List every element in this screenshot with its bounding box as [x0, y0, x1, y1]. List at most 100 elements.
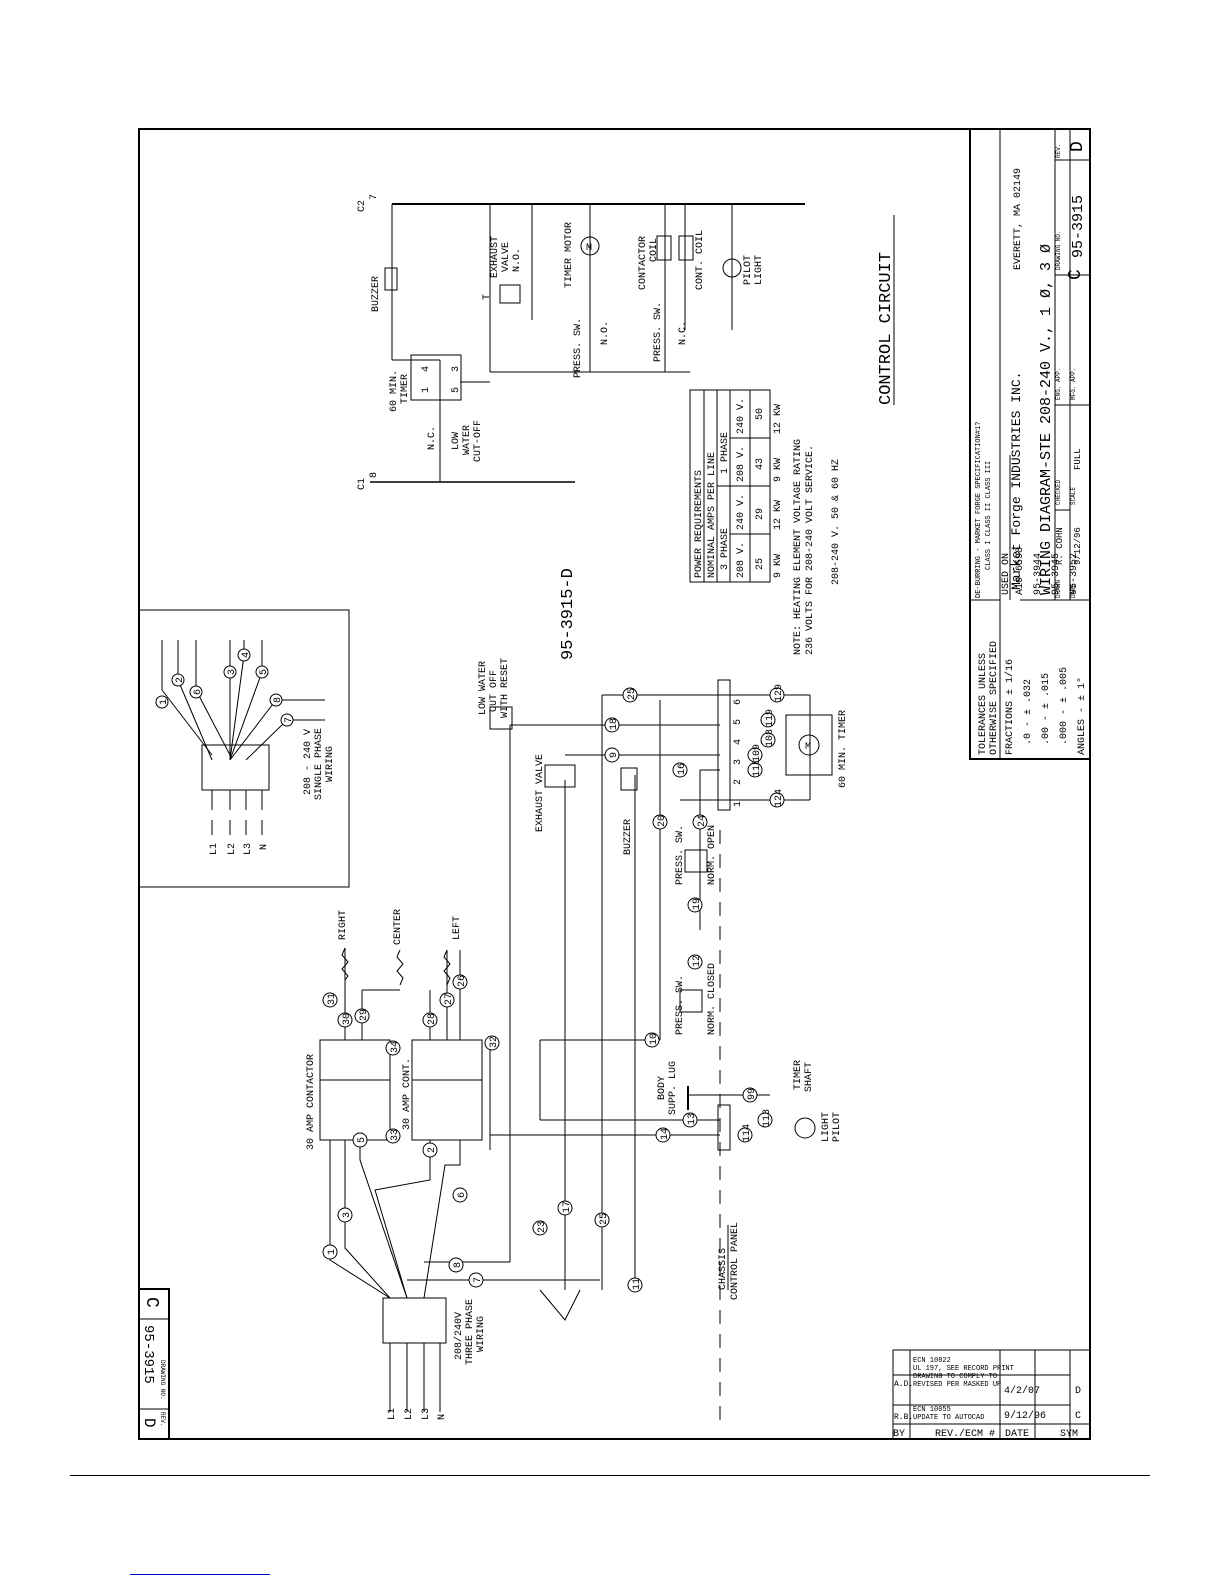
sp-wire-5: 5: [259, 669, 270, 675]
scale-value: FULL: [1073, 448, 1083, 470]
three-phase-label-2: THREE PHASE: [465, 1299, 476, 1365]
buzzer-icon: [620, 767, 638, 791]
control-circuit: M C2 7 C1 8 BUZZER EXHAUST VALVE N.O. T …: [357, 194, 896, 490]
wire-20: 20: [657, 815, 668, 827]
tol-row-4: .000 - ± .005: [1059, 667, 1070, 745]
wire-1: 1: [327, 1249, 338, 1255]
light-pilot-label-2: PILOT: [832, 1112, 843, 1142]
main-wiring: M 1 3 5 2 6 29 30: [306, 658, 849, 1420]
wire-118: 118: [752, 759, 763, 777]
wire-113: 113: [762, 1109, 773, 1127]
element-right-icon: [341, 947, 349, 981]
pilot-light-symbol: [722, 258, 742, 278]
exhaust-coil-icon: [499, 284, 521, 304]
contactor-label-1: CONTACTOR: [638, 236, 649, 290]
wire-28: 28: [427, 1013, 438, 1025]
wire-29: 29: [359, 1009, 370, 1021]
element-center-icon: [396, 949, 404, 986]
note-line-2: 236 VOLTS FOR 208-240 VOLT SERVICE.: [805, 445, 816, 655]
wire-2: 2: [427, 1147, 438, 1153]
corner-dwg: 95-3915: [140, 1325, 156, 1384]
sp-l3: L3: [243, 843, 254, 855]
element-left-icon: [443, 949, 451, 986]
control-circuit-title: CONTROL CIRCUIT: [877, 252, 896, 405]
terminal-strip-top: [717, 679, 731, 811]
tol-row-1: FRACTIONS ± 1/16: [1004, 659, 1016, 755]
press-sw-nc-icon: [679, 989, 703, 1013]
footer-rule: [70, 1475, 1150, 1476]
wire-11: 11: [632, 1278, 643, 1290]
used-on-1: A10-6598: [1015, 547, 1026, 595]
terminal-4: 4: [421, 366, 432, 372]
low-water-icon: [489, 706, 513, 730]
wire-109: 109: [752, 744, 763, 762]
timer60-label-1: 60 MIN.: [389, 370, 400, 412]
pilot-light-icon: [794, 1117, 816, 1139]
wire-34: 34: [390, 1041, 401, 1053]
wire-12: 12: [692, 955, 703, 967]
pr-kw-4: 12 KW: [773, 404, 784, 434]
exhaust-valve-main-label: EXHAUST VALVE: [535, 754, 546, 832]
terminal-1: 1: [421, 387, 432, 393]
wire-14: 14: [660, 1128, 671, 1140]
sp-title-2: SINGLE PHASE: [314, 728, 325, 800]
wire-19: 19: [692, 898, 703, 910]
exhaust-valve-icon: [544, 764, 576, 788]
low-water-label-1: LOW WATER: [478, 661, 489, 715]
wire-26: 26: [457, 975, 468, 987]
pilot-label-2: LIGHT: [754, 255, 765, 285]
lwco-label-1: LOW: [451, 432, 462, 450]
date-value: 9/12/96: [1073, 527, 1083, 565]
wire-13: 13: [687, 1113, 698, 1125]
low-water-label-3: WITH RESET: [500, 658, 511, 718]
exhaust-label-1: EXHAUST: [490, 236, 501, 278]
dwg-label: DRAWING NO.: [1055, 230, 1062, 270]
rev-c-desc-1: UPDATE TO AUTOCAD: [913, 1414, 984, 1422]
rev-value: D: [1068, 141, 1088, 152]
sp-wire-6: 6: [193, 689, 204, 695]
timer-60-box: [410, 354, 462, 401]
strip-1: 1: [733, 801, 744, 807]
rev-d-desc-4: ECN 10822: [913, 1357, 951, 1365]
sp-n: N: [259, 844, 270, 850]
cont-30-label: 30 AMP CONT.: [402, 1058, 413, 1130]
note-line-1: NOTE: HEATING ELEMENT VOLTAGE RATING: [793, 439, 804, 655]
pr-1phase: 1 PHASE: [720, 432, 731, 474]
corner-dwg-label: DRAWING NO.: [159, 1360, 166, 1400]
exhaust-label-2: VALVE: [501, 242, 512, 272]
drawn-label: DRAWN: [1055, 580, 1062, 598]
tp-l1: L1: [387, 1408, 398, 1420]
class-note-2: CLASS I CLASS II CLASS III: [985, 461, 993, 570]
sp-wire-1: 1: [159, 699, 170, 705]
light-pilot-label-1: LIGHT: [821, 1112, 832, 1142]
hz-note: 208-240 V. 50 & 60 HZ: [831, 459, 842, 585]
corner-rev: D: [140, 1418, 158, 1428]
nc2-label: N.C.: [678, 321, 689, 345]
rev-d-date: 4/2/07: [1004, 1385, 1040, 1397]
sp-title-1: 208 - 240 V: [303, 729, 314, 795]
pr-col-3: 208 V.: [736, 446, 747, 482]
norm-closed-label: NORM. CLOSED: [707, 963, 718, 1035]
strip-3: 3: [733, 759, 744, 765]
tp-l3: L3: [421, 1408, 432, 1420]
sp-l2: L2: [227, 843, 238, 855]
cont-coil-label: CONT. COIL: [695, 230, 706, 290]
rev-c-sym: C: [1075, 1411, 1081, 1422]
buzzer-main-label: BUZZER: [623, 819, 634, 855]
three-phase-label-1: 208/240V: [453, 1312, 465, 1360]
footer-link-underline[interactable]: [130, 1574, 270, 1575]
rev-c-date: 9/12/96: [1004, 1410, 1046, 1422]
company-name: Market Forge INDUSTRIES INC.: [1009, 372, 1024, 590]
size-value: C: [1066, 269, 1086, 280]
rev-c-desc-2: ECN 10055: [913, 1406, 951, 1414]
t-label: T: [482, 294, 493, 300]
timer-shaft-label-1: TIMER: [793, 1060, 804, 1090]
rev-d-by: A.D.: [894, 1380, 913, 1389]
rev-label: REV.: [1055, 144, 1062, 158]
terminal-5: 5: [451, 387, 462, 393]
pr-amp-2: 29: [755, 508, 766, 520]
timer-60-main-box: [785, 714, 833, 776]
tp-n: N: [437, 1414, 448, 1420]
timer60-label-2: TIMER: [400, 374, 411, 404]
